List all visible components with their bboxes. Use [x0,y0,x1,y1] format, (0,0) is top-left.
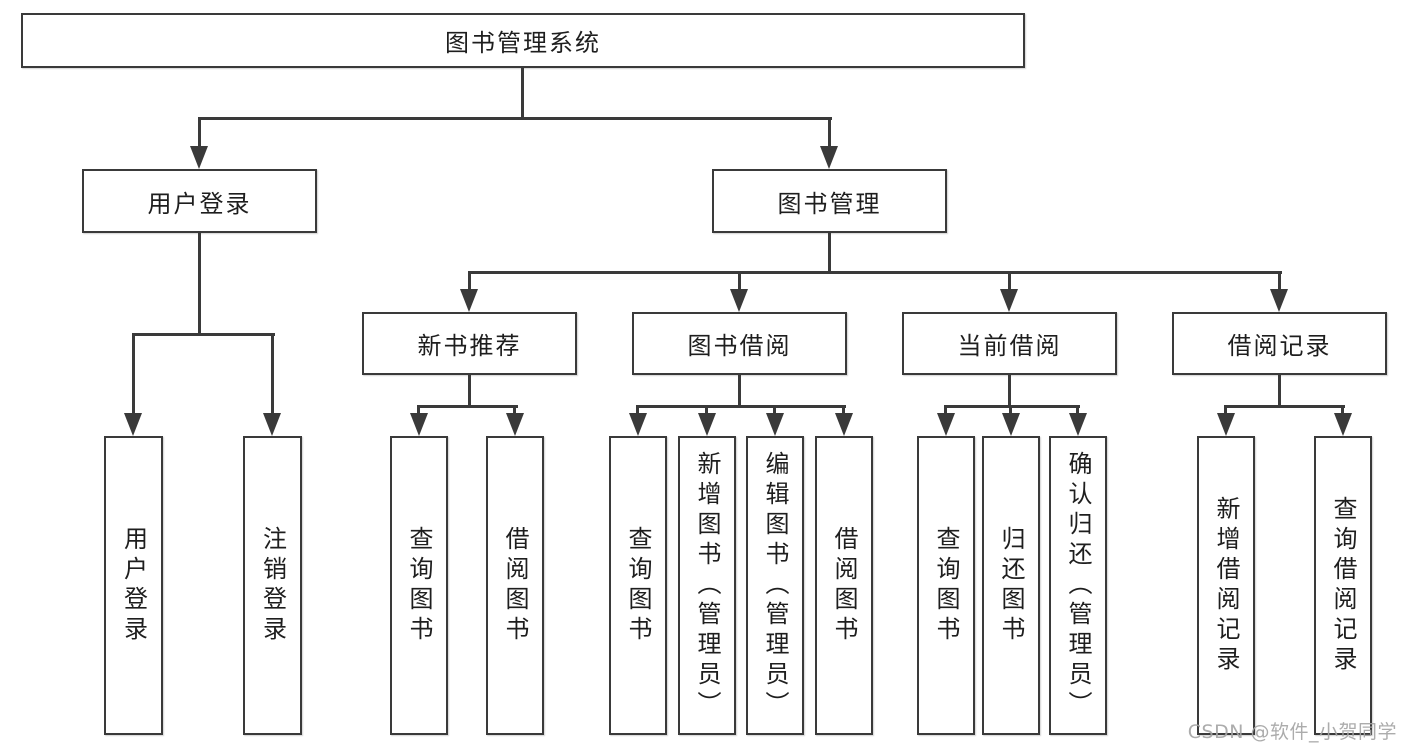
connector-drop-level3 [1008,271,1011,293]
arrow-down-icon [1270,289,1288,312]
arrow-down-icon [820,146,838,169]
connector-stub [1278,375,1281,408]
leaf-add-books-admin: 新增图书（管理员） [678,436,736,735]
connector-drop-level3 [1278,271,1281,293]
arrow-down-icon [835,413,853,436]
leaf-borrow-books: 借阅图书 [815,436,873,735]
connector-drop-level3 [738,271,741,293]
node-book-management: 图书管理 [712,169,947,233]
connector-level2-bus [198,117,832,120]
connector-stub [1008,375,1011,408]
node-current-borrowing: 当前借阅 [902,312,1117,375]
connector-level3-bus [468,271,1282,274]
arrow-down-icon [1334,413,1352,436]
arrow-down-icon [124,413,142,436]
connector-stub [738,375,741,408]
arrow-down-icon [263,413,281,436]
leaf-return-books: 归还图书 [982,436,1040,735]
connector-bus [1224,405,1345,408]
connector-bus [944,405,1080,408]
connector-drop-leaf [271,333,274,415]
leaf-query-books-recommend: 查询图书 [390,436,448,735]
connector-drop-user-login [198,117,201,150]
arrow-down-icon [460,289,478,312]
arrow-down-icon [1000,289,1018,312]
leaf-add-borrow-record: 新增借阅记录 [1197,436,1255,735]
arrow-down-icon [410,413,428,436]
node-new-book-recommend: 新书推荐 [362,312,577,375]
connector-drop-book-mgmt [828,117,831,150]
connector-drop-leaf [773,405,776,415]
arrow-down-icon [698,413,716,436]
connector-drop-leaf [1341,405,1344,415]
connector-drop-leaf [1224,405,1227,415]
connector-drop-leaf [1009,405,1012,415]
arrow-down-icon [730,289,748,312]
connector-drop-leaf [705,405,708,415]
arrow-down-icon [1217,413,1235,436]
connector-drop-level3 [468,271,471,293]
node-borrow-records: 借阅记录 [1172,312,1387,375]
connector-drop-leaf [132,333,135,415]
leaf-borrow-books-recommend: 借阅图书 [486,436,544,735]
leaf-edit-books-admin: 编辑图书（管理员） [746,436,804,735]
arrow-down-icon [190,146,208,169]
arrow-down-icon [766,413,784,436]
leaf-query-books-borrowing: 查询图书 [609,436,667,735]
connector-user-login-bus [132,333,275,336]
arrow-down-icon [1069,413,1087,436]
connector-drop-leaf [1076,405,1079,415]
connector-stub [468,375,471,408]
leaf-query-borrow-record: 查询借阅记录 [1314,436,1372,735]
arrow-down-icon [937,413,955,436]
arrow-down-icon [629,413,647,436]
connector-drop-leaf [513,405,516,415]
leaf-user-login: 用户登录 [104,436,163,735]
arrow-down-icon [1002,413,1020,436]
leaf-confirm-return-admin: 确认归还（管理员） [1049,436,1107,735]
arrow-down-icon [506,413,524,436]
connector-bus [636,405,846,408]
connector-root-stub [521,68,524,120]
connector-drop-leaf [417,405,420,415]
connector-bus [417,405,518,408]
connector-drop-leaf [842,405,845,415]
connector-drop-leaf [636,405,639,415]
node-user-login: 用户登录 [82,169,317,233]
leaf-logout: 注销登录 [243,436,302,735]
csdn-watermark: CSDN @软件_小贺同学 [1187,721,1397,743]
connector-book-mgmt-stub [828,233,831,274]
connector-user-login-stub [198,233,201,336]
node-book-borrowing: 图书借阅 [632,312,847,375]
leaf-query-books-current: 查询图书 [917,436,975,735]
connector-drop-leaf [944,405,947,415]
node-library-system: 图书管理系统 [21,13,1025,68]
